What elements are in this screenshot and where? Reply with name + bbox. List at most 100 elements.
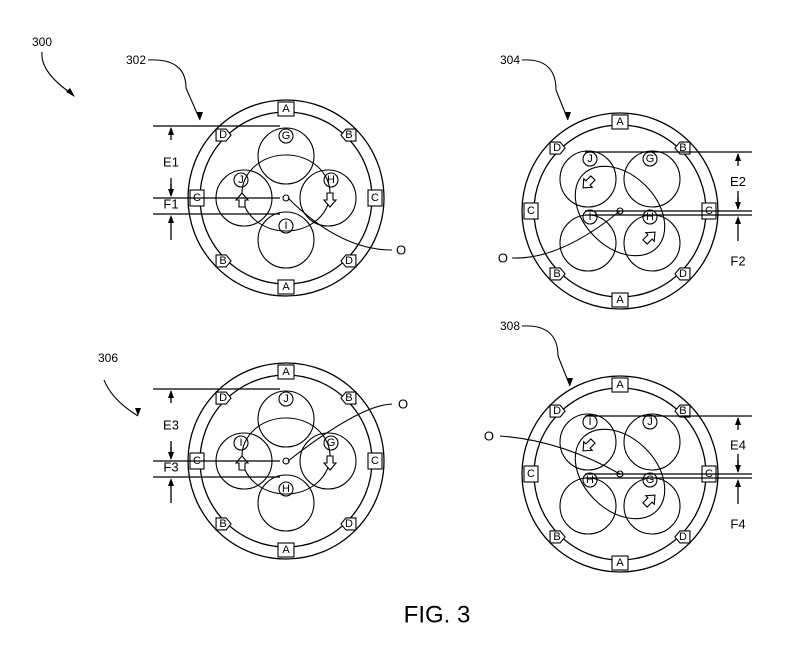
rotor-circle-bottom — [257, 474, 315, 532]
rotor-label-bottom: I — [284, 220, 287, 232]
slot-upper-left: D — [215, 128, 232, 142]
center-o-leader: O — [498, 210, 621, 266]
slot-label: B — [553, 531, 560, 543]
slot-upper-right: B — [340, 128, 357, 142]
rotor-circle-tl — [559, 150, 617, 208]
slot-label: B — [679, 405, 686, 417]
slot-label: D — [553, 405, 561, 417]
reference-numeral: 306 — [98, 351, 118, 365]
rotor-circles: G J H I — [215, 127, 357, 269]
rotor-circle-top — [257, 127, 315, 185]
rotor-label-bl: H — [586, 474, 594, 486]
eccentric-orbit — [574, 165, 666, 257]
rotor-label-right: G — [327, 437, 336, 449]
center-point-label: O — [484, 429, 494, 444]
dimension-arrowhead — [197, 112, 203, 120]
slot-lower-right: D — [340, 254, 357, 268]
slot-upper-left: D — [549, 404, 566, 418]
center-point-label: O — [498, 251, 508, 266]
slot-upper-left: D — [549, 141, 566, 155]
rotor-circle-tr — [623, 150, 681, 208]
rotation-arrow-icon — [582, 175, 596, 189]
slot-label: C — [527, 468, 535, 480]
rotor-label-right: H — [327, 174, 335, 186]
slot-lower-left: B — [549, 530, 566, 544]
reference-304: 304 — [500, 53, 571, 121]
rotor-label-left: J — [238, 174, 244, 186]
figure-caption: FIG. 3 — [404, 602, 471, 629]
slot-lower-right: D — [340, 517, 357, 531]
slot-bottom: A — [611, 555, 629, 571]
dimension-label-f: F3 — [163, 460, 178, 475]
slot-label: D — [345, 518, 353, 530]
rotor-label-tl: J — [587, 153, 593, 165]
dimension-label-e: E3 — [163, 418, 179, 433]
slot-label: D — [553, 142, 561, 154]
dimension-arrowhead — [567, 378, 573, 386]
dimension-arrowhead — [135, 408, 141, 416]
rotor-circle-top — [257, 390, 315, 448]
slot-top: A — [277, 101, 295, 117]
center-o-leader: O — [287, 197, 406, 258]
slot-label: B — [219, 518, 226, 530]
reference-numeral: 304 — [500, 53, 520, 67]
slot-label: D — [679, 531, 687, 543]
reference-306: 306 — [98, 351, 141, 417]
slot-right: C — [367, 189, 383, 207]
rotor-label-bl: I — [588, 211, 591, 223]
dimension-label-e: E1 — [163, 155, 179, 170]
slot-label: A — [616, 116, 624, 128]
figure-number-300: 300 — [32, 35, 75, 97]
slot-label: D — [679, 268, 687, 280]
slot-top: A — [611, 377, 629, 393]
rotor-label-top: G — [282, 130, 291, 142]
slot-bottom: A — [611, 292, 629, 308]
dimension-label-e: E2 — [730, 174, 746, 189]
slot-label: B — [679, 142, 686, 154]
center-point-label: O — [396, 243, 406, 258]
slot-label: A — [616, 294, 624, 306]
slot-label: D — [219, 392, 227, 404]
dimension-arrowhead — [565, 112, 571, 120]
slot-label: B — [553, 268, 560, 280]
center-o-leader: O — [484, 429, 621, 475]
dimension-label-f: F2 — [730, 254, 745, 269]
slot-top: A — [277, 364, 295, 380]
slot-upper-right: B — [340, 391, 357, 405]
slot-bottom: A — [277, 279, 295, 295]
dimension-arrowhead — [735, 216, 741, 224]
dimension-arrowhead — [168, 215, 174, 223]
slot-top: A — [611, 114, 629, 130]
rotor-label-top: J — [283, 393, 289, 405]
slot-upper-right: B — [674, 404, 691, 418]
reference-numeral: 308 — [500, 319, 520, 333]
center-point-o — [282, 194, 290, 202]
center-point-o — [282, 457, 290, 465]
slot-label: A — [616, 557, 624, 569]
slot-label: D — [219, 129, 227, 141]
figure-number: 300 — [32, 35, 52, 49]
rotor-circle-right — [299, 169, 357, 227]
rotor-label-left: I — [239, 437, 242, 449]
slot-label: C — [371, 192, 379, 204]
center-o-leader: O — [287, 397, 408, 462]
rotor-label-tr: J — [647, 416, 653, 428]
slot-upper-right: B — [674, 141, 691, 155]
slot-left: C — [523, 202, 539, 220]
eccentric-orbit — [574, 428, 666, 520]
dimension-arrowhead — [168, 390, 174, 398]
rotation-arrow-icon — [322, 455, 338, 471]
figure-caption-text: FIG. 3 — [404, 602, 471, 629]
slot-label: D — [345, 255, 353, 267]
slot-label: B — [345, 392, 352, 404]
slot-lower-left: B — [549, 267, 566, 281]
rotor-label-tl: I — [588, 416, 591, 428]
reference-numeral: 302 — [126, 53, 146, 67]
rotation-arrow-icon — [322, 192, 338, 208]
